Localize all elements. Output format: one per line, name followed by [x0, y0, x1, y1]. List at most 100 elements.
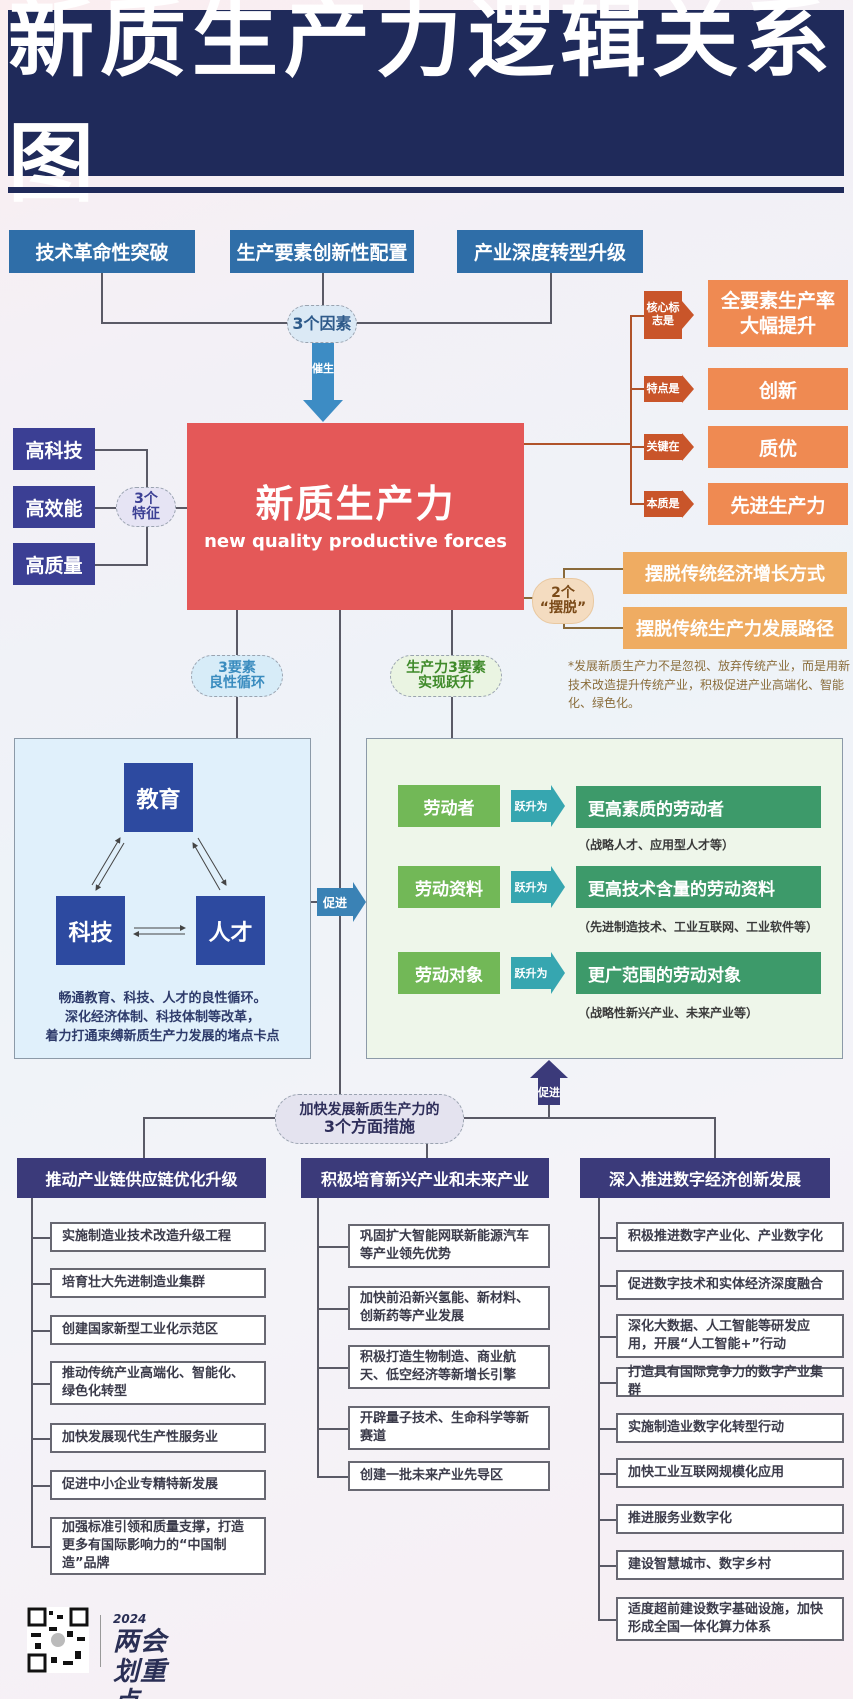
escape-hub-line1: 2个 — [551, 584, 575, 601]
leap-note: （先进制造技术、工业互联网、工业软件等） — [578, 920, 819, 934]
core-box: 新质生产力 new quality productive forces — [187, 423, 524, 610]
measure-item: 深化大数据、人工智能等研发应用，开展“人工智能+”行动 — [616, 1314, 844, 1358]
page-title: 新质生产力逻辑关系图 — [8, 0, 836, 214]
measure-item: 推动传统产业高端化、智能化、绿色化转型 — [50, 1361, 266, 1405]
leap-hub-line1: 生产力3要素 — [406, 659, 486, 676]
connector-line — [630, 388, 644, 390]
measure-item: 推进服务业数字化 — [616, 1504, 844, 1534]
connector-line — [95, 564, 148, 566]
cycle-description-line: 深化经济体制、科技体制等改革， — [64, 1009, 260, 1025]
measure-item: 适度超前建设数字基础设施，加快形成全国一体化算力体系 — [616, 1597, 844, 1641]
promote-up-arrow: 促进 — [538, 1078, 560, 1105]
leap-hub-line2: 实现跃升 — [418, 675, 474, 691]
features-hub-line1: 3个 — [134, 490, 158, 507]
arrow-icon — [197, 837, 227, 886]
connector-line — [143, 1117, 145, 1158]
measure-item: 巩固扩大智能网联新能源汽车等产业领先优势 — [348, 1224, 550, 1268]
measures-hub-line2: 3个方面措施 — [323, 1116, 416, 1136]
escape-hub-line2: “摆脱” — [539, 600, 587, 616]
leap-note: （战略人才、应用型人才等） — [578, 838, 735, 852]
leap-hub: 生产力3要素 实现跃升 — [390, 655, 502, 697]
measure-column-title: 积极培育新兴产业和未来产业 — [301, 1158, 549, 1198]
attribute-box: 先进生产力 — [708, 483, 848, 525]
factors-hub: 3个因素 — [287, 305, 357, 343]
attribute-tag: 特点是 — [644, 376, 682, 402]
connector-line — [548, 1105, 550, 1119]
connector-line — [175, 507, 187, 509]
leap-from: 劳动资料 — [398, 866, 500, 908]
connector-line — [524, 597, 534, 599]
connector-line — [630, 446, 644, 448]
escape-box: 摆脱传统生产力发展路径 — [623, 607, 847, 649]
connector-line — [101, 273, 103, 323]
measure-item: 创建国家新型工业化示范区 — [50, 1315, 266, 1345]
cycle-hub: 3要素 良性循环 — [191, 655, 283, 697]
leap-arrow: 跃升为 — [511, 871, 551, 903]
logo-text: 两会划重点 — [113, 1627, 168, 1699]
connector-line — [598, 1198, 600, 1620]
measure-item: 开辟量子技术、生命科学等新赛道 — [348, 1406, 550, 1450]
measures-hub: 加快发展新质生产力的 3个方面措施 — [275, 1094, 464, 1144]
measure-item: 建设智慧城市、数字乡村 — [616, 1550, 844, 1580]
connector-line — [598, 1237, 616, 1239]
connector-line — [95, 449, 148, 451]
cycle-description-line: 畅通教育、科技、人才的良性循环。 — [58, 991, 267, 1006]
core-subtitle: new quality productive forces — [204, 531, 507, 552]
leap-to: 更高素质的劳动者 — [576, 786, 821, 828]
leap-from: 劳动对象 — [398, 952, 500, 994]
attribute-tag: 关键在 — [644, 434, 682, 460]
connector-line — [317, 1246, 348, 1248]
connector-line — [598, 1382, 616, 1384]
qr-code-icon — [27, 1607, 89, 1673]
escape-box: 摆脱传统经济增长方式 — [623, 552, 847, 594]
connector-line — [31, 1237, 50, 1239]
connector-line — [630, 503, 644, 505]
connector-line — [311, 901, 317, 903]
attribute-tag: 核心标志是 — [644, 291, 682, 339]
arrow-label: 催生 — [312, 362, 334, 375]
leap-from: 劳动者 — [398, 785, 500, 827]
connector-line — [550, 273, 552, 323]
connector-line — [630, 315, 632, 503]
connector-line — [95, 507, 117, 509]
escape-note: *发展新质生产力不是忽视、放弃传统产业，而是用新技术改造提升传统产业，积极促进产… — [568, 659, 851, 711]
event-logo: 2024 两会划重点 — [113, 1608, 193, 1699]
connector-line — [598, 1473, 616, 1475]
cycle-hub-line2: 良性循环 — [209, 675, 265, 691]
measure-item: 积极推进数字产业化、产业数字化 — [616, 1222, 844, 1252]
leap-note: （战略性新兴产业、未来产业等） — [578, 1006, 759, 1020]
feature-box: 高效能 — [13, 486, 95, 528]
measure-item: 促进中小企业专精特新发展 — [50, 1470, 266, 1500]
up-arrow-head-icon — [530, 1060, 568, 1078]
connector-line — [31, 1438, 50, 1440]
measure-item: 打造具有国际竞争力的数字产业集群 — [616, 1365, 844, 1398]
connector-line — [598, 1519, 616, 1521]
connector-line — [317, 1476, 348, 1478]
attribute-box: 质优 — [708, 426, 848, 468]
features-hub: 3个 特征 — [116, 487, 176, 527]
attribute-tag: 本质是 — [644, 491, 682, 517]
title-underline — [8, 187, 844, 193]
arrow-icon — [192, 842, 221, 891]
leap-arrow: 跃升为 — [511, 957, 551, 989]
connector-line — [31, 1330, 50, 1332]
arrow-head-icon — [353, 882, 366, 922]
cycle-description-line: 着力打通束缚新质生产力发展的堵点卡点 — [45, 1028, 280, 1044]
connector-line — [317, 1367, 348, 1369]
cycle-node-education: 教育 — [124, 763, 193, 832]
feature-box: 高质量 — [13, 543, 95, 585]
cycle-description: 畅通教育、科技、人才的良性循环。 深化经济体制、科技体制等改革， 着力打通束缚新… — [14, 990, 311, 1047]
connector-line — [598, 1619, 616, 1621]
connector-line — [563, 627, 623, 629]
measure-item: 促进数字技术和实体经济深度融合 — [616, 1270, 844, 1300]
arrow-icon — [91, 837, 121, 886]
leap-to: 更高技术含量的劳动资料 — [576, 866, 821, 908]
connector-line — [714, 1117, 716, 1158]
measure-item: 加强标准引领和质量支撑，打造更多有国际影响力的“中国制造”品牌 — [50, 1517, 266, 1575]
cycle-node-talent: 人才 — [196, 896, 265, 965]
logo-year: 2024 — [113, 1612, 147, 1626]
connector-line — [317, 1308, 348, 1310]
connector-line — [598, 1285, 616, 1287]
measures-hub-line1: 加快发展新质生产力的 — [299, 1101, 440, 1118]
leap-arrow: 跃升为 — [511, 790, 551, 822]
